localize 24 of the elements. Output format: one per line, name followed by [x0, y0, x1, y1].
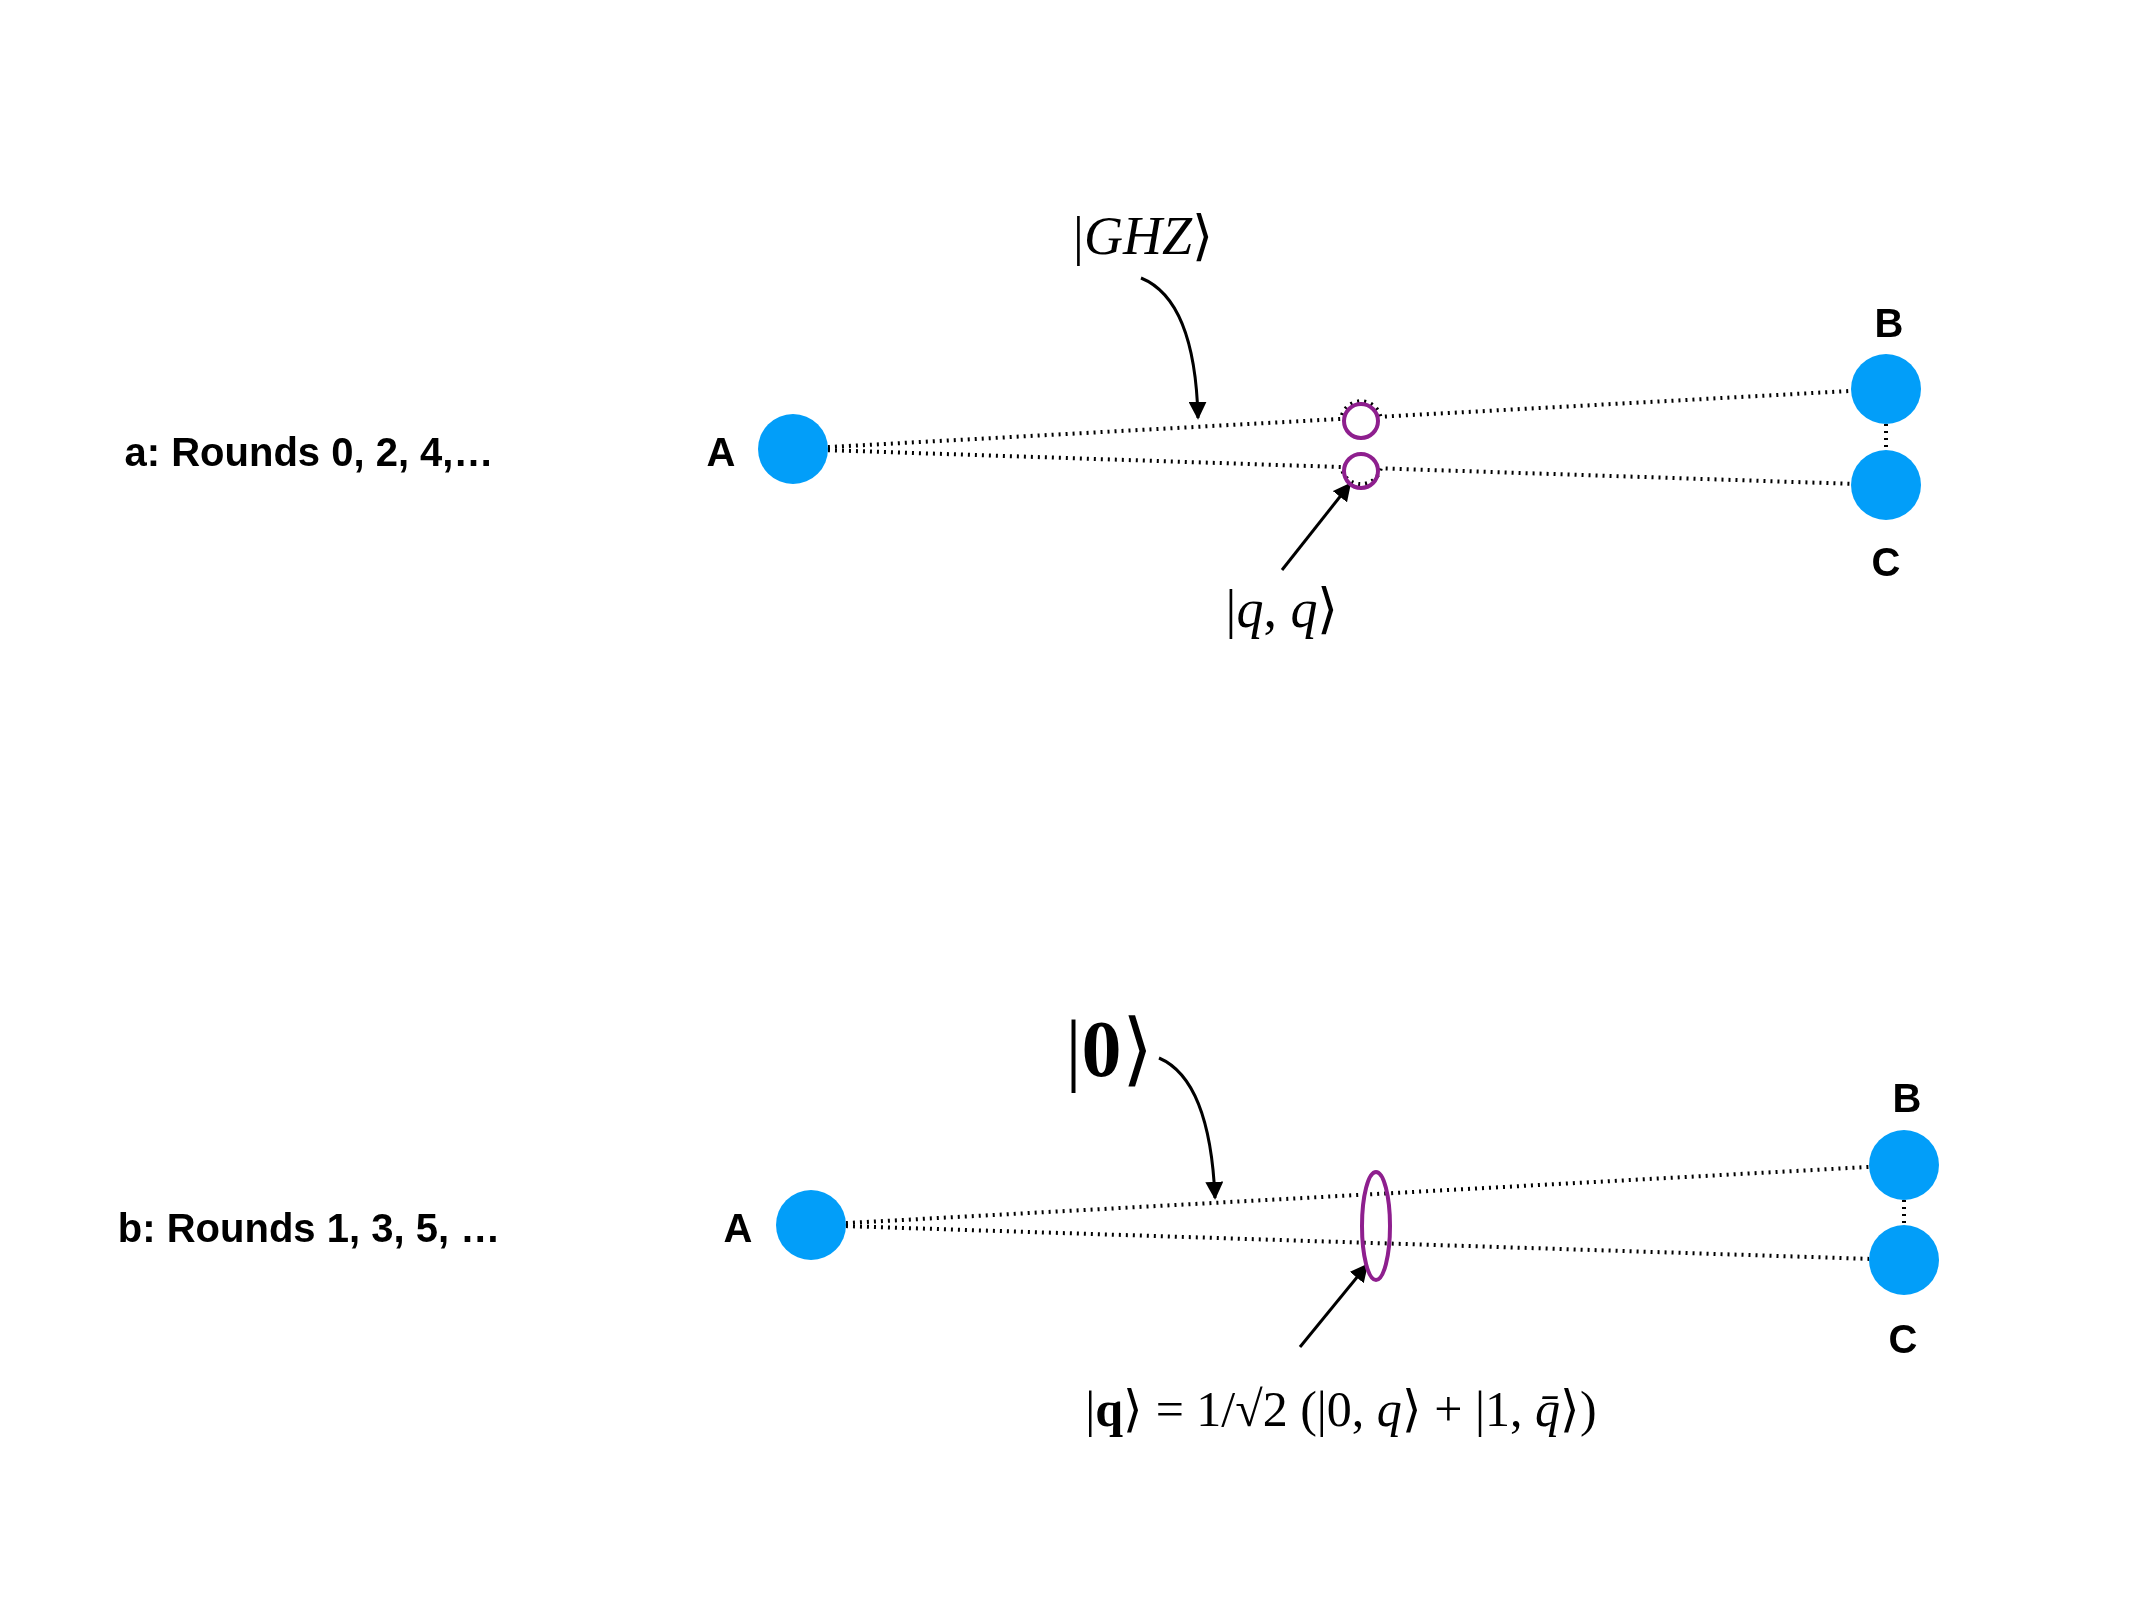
node-label: A [706, 429, 736, 475]
panel-label: a: Rounds 0, 2, 4,… [124, 429, 494, 475]
dotted-line [845, 1224, 1870, 1261]
math-label: |GHZ⟩ [1073, 203, 1213, 267]
node-label: B [1874, 300, 1904, 346]
arrow [1158, 1056, 1223, 1200]
dotted-line [827, 448, 1852, 486]
arrow [1280, 482, 1352, 571]
node-label: C [1871, 539, 1901, 585]
node-label: A [723, 1205, 753, 1251]
marker-ring [1342, 402, 1380, 440]
math-label: |q⟩ = 1/√2 (|0, q⟩ + |1, q̄⟩) [1085, 1380, 1597, 1438]
panel-label: b: Rounds 1, 3, 5, … [117, 1205, 501, 1251]
arrow [1140, 276, 1207, 420]
node-label: B [1892, 1075, 1922, 1121]
dotted-line [1902, 1200, 1906, 1225]
math-label: |0⟩ [1065, 1001, 1153, 1095]
dotted-line [845, 1164, 1870, 1226]
math-label: |q, q⟩ [1225, 576, 1339, 640]
node-label: C [1888, 1316, 1918, 1362]
arrow [1298, 1263, 1369, 1348]
marker-ring [1342, 452, 1380, 490]
dotted-line [1884, 424, 1888, 450]
marker-ring [1360, 1170, 1392, 1282]
